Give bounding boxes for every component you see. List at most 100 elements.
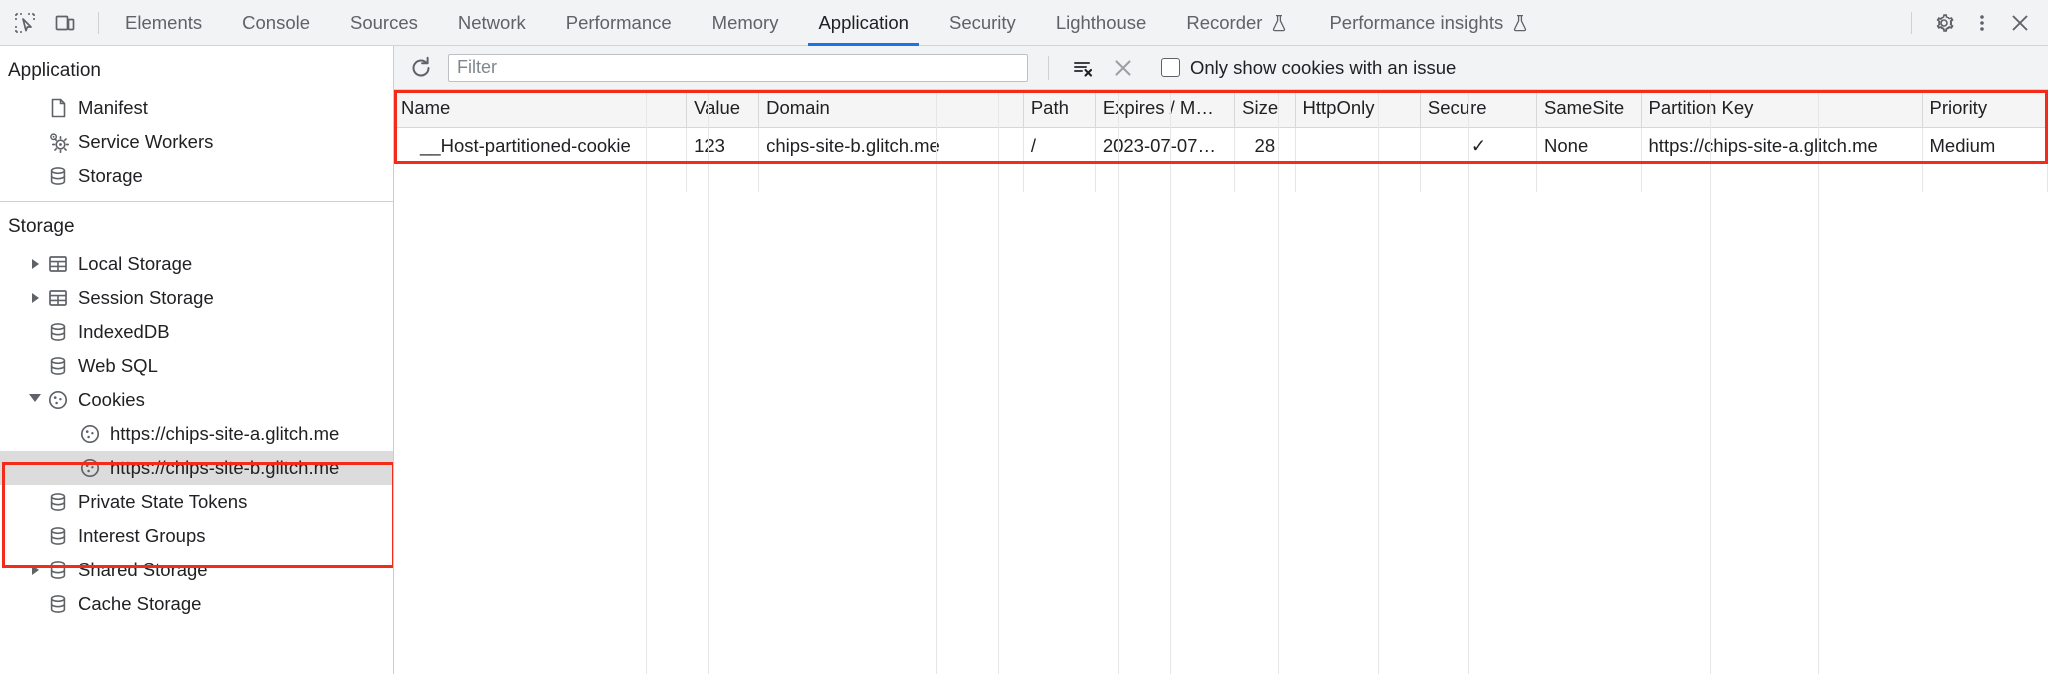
sidebar-item-label: Shared Storage xyxy=(78,558,208,580)
document-icon-glyph xyxy=(51,98,66,118)
cell-httponly[interactable] xyxy=(1295,127,1421,164)
tab-recorder[interactable]: Recorder xyxy=(1166,0,1309,46)
gear-icon[interactable] xyxy=(1926,6,1962,40)
tab-memory[interactable]: Memory xyxy=(692,0,799,46)
table-filler-row xyxy=(394,164,2048,192)
table-icon xyxy=(44,286,72,310)
clear-all-icon[interactable] xyxy=(1105,52,1141,84)
cell-size[interactable]: 28 xyxy=(1234,127,1296,164)
close-icon[interactable] xyxy=(2002,6,2038,40)
column-header-samesite[interactable]: SameSite xyxy=(1536,90,1642,128)
clear-all-glyph xyxy=(1115,59,1131,76)
chevron-right-icon[interactable] xyxy=(26,259,44,269)
filler-cell xyxy=(758,164,1024,192)
tab-elements[interactable]: Elements xyxy=(105,0,222,46)
column-header-domain[interactable]: Domain xyxy=(758,90,1024,128)
cell-expires-m[interactable]: 2023-07-07… xyxy=(1095,127,1236,164)
sidebar-item-cache-storage[interactable]: Cache Storage xyxy=(0,587,393,621)
cell-priority[interactable]: Medium xyxy=(1922,127,2048,164)
device-toolbar-icon[interactable] xyxy=(48,7,82,39)
sidebar-item-label: Private State Tokens xyxy=(78,490,248,512)
tab-security[interactable]: Security xyxy=(929,0,1036,46)
tab-application[interactable]: Application xyxy=(798,0,929,46)
gears-icon-glyph xyxy=(50,133,70,154)
only-show-issues-checkbox[interactable]: Only show cookies with an issue xyxy=(1161,57,1456,79)
filler-cell xyxy=(1023,164,1096,192)
sidebar-item-label: Storage xyxy=(78,164,143,186)
cookies-panel: Filter Only show cookies with an issue xyxy=(394,46,2048,674)
tab-performance[interactable]: Performance xyxy=(546,0,692,46)
refresh-icon[interactable] xyxy=(402,51,440,85)
sidebar-item-private-state-tokens[interactable]: Private State Tokens xyxy=(0,485,393,519)
cell-value[interactable]: 123 xyxy=(686,127,760,164)
checkbox-box[interactable] xyxy=(1161,58,1180,77)
sidebar-item-https-chips-site-b-glitch-me[interactable]: https://chips-site-b.glitch.me xyxy=(0,451,393,485)
column-header-path[interactable]: Path xyxy=(1023,90,1096,128)
devtools-tool-icons xyxy=(8,7,92,39)
cookie-icon xyxy=(76,422,104,446)
chevron-right-icon[interactable] xyxy=(26,565,44,575)
chevron-down-icon[interactable] xyxy=(26,393,44,407)
sidebar-item-local-storage[interactable]: Local Storage xyxy=(0,247,393,281)
sidebar-item-service-workers[interactable]: Service Workers xyxy=(0,125,393,159)
sidebar-item-indexeddb[interactable]: IndexedDB xyxy=(0,315,393,349)
column-header-name[interactable]: Name xyxy=(394,90,688,128)
tab-console[interactable]: Console xyxy=(222,0,330,46)
column-header-expires-m[interactable]: Expires / M… xyxy=(1095,90,1236,128)
cell-path[interactable]: / xyxy=(1023,127,1096,164)
cookie-icon xyxy=(44,388,72,412)
column-header-httponly[interactable]: HttpOnly xyxy=(1295,90,1421,128)
column-header-partition-key[interactable]: Partition Key xyxy=(1641,90,1923,128)
database-icon-glyph xyxy=(50,561,66,579)
column-header-priority[interactable]: Priority xyxy=(1922,90,2048,128)
column-header-secure[interactable]: Secure xyxy=(1420,90,1538,128)
sidebar-item-cookies[interactable]: Cookies xyxy=(0,383,393,417)
table-icon-glyph xyxy=(49,290,67,306)
filter-input[interactable]: Filter xyxy=(448,53,1028,82)
cell-partition-key[interactable]: https://chips-site-a.glitch.me xyxy=(1641,127,1923,164)
tab-network[interactable]: Network xyxy=(438,0,546,46)
inspect-element-icon[interactable] xyxy=(8,7,42,39)
tab-lighthouse[interactable]: Lighthouse xyxy=(1036,0,1167,46)
sidebar-divider xyxy=(0,201,393,202)
clear-filter-icon[interactable] xyxy=(1065,52,1101,84)
sidebar-item-storage[interactable]: Storage xyxy=(0,159,393,193)
sidebar-item-label: Interest Groups xyxy=(78,524,206,546)
experiment-flask-icon xyxy=(1510,13,1530,33)
database-icon xyxy=(44,320,72,344)
refresh-glyph xyxy=(412,56,430,76)
cell-secure[interactable]: ✓ xyxy=(1420,127,1538,164)
cookies-toolbar: Filter Only show cookies with an issue xyxy=(394,46,2048,90)
tab-label: Performance xyxy=(565,11,672,33)
cell-domain[interactable]: chips-site-b.glitch.me xyxy=(758,127,1024,164)
sidebar-item-session-storage[interactable]: Session Storage xyxy=(0,281,393,315)
gears-icon xyxy=(44,130,72,154)
cell-name[interactable]: __Host-partitioned-cookie xyxy=(394,127,688,164)
cell-samesite[interactable]: None xyxy=(1536,127,1642,164)
sidebar-item-shared-storage[interactable]: Shared Storage xyxy=(0,553,393,587)
cookie-icon xyxy=(76,456,104,480)
tab-sources[interactable]: Sources xyxy=(330,0,438,46)
more-options-icon[interactable] xyxy=(1964,6,2000,40)
chevron-right-icon[interactable] xyxy=(26,293,44,303)
tab-performance-insights[interactable]: Performance insights xyxy=(1309,0,1550,46)
column-header-size[interactable]: Size xyxy=(1234,90,1296,128)
tab-label: Memory xyxy=(711,11,779,33)
tab-label: Performance insights xyxy=(1329,11,1504,33)
sidebar-item-web-sql[interactable]: Web SQL xyxy=(0,349,393,383)
sidebar-item-https-chips-site-a-glitch-me[interactable]: https://chips-site-a.glitch.me xyxy=(0,417,393,451)
tab-label: Sources xyxy=(350,11,418,33)
sidebar-section-title-storage: Storage xyxy=(8,216,75,237)
sidebar-item-interest-groups[interactable]: Interest Groups xyxy=(0,519,393,553)
toolbar-divider xyxy=(98,11,99,34)
sidebar-item-label: Web SQL xyxy=(78,354,158,376)
clear-filter-glyph xyxy=(1074,61,1093,77)
sidebar-item-manifest[interactable]: Manifest xyxy=(0,91,393,125)
column-header-value[interactable]: Value xyxy=(686,90,760,128)
